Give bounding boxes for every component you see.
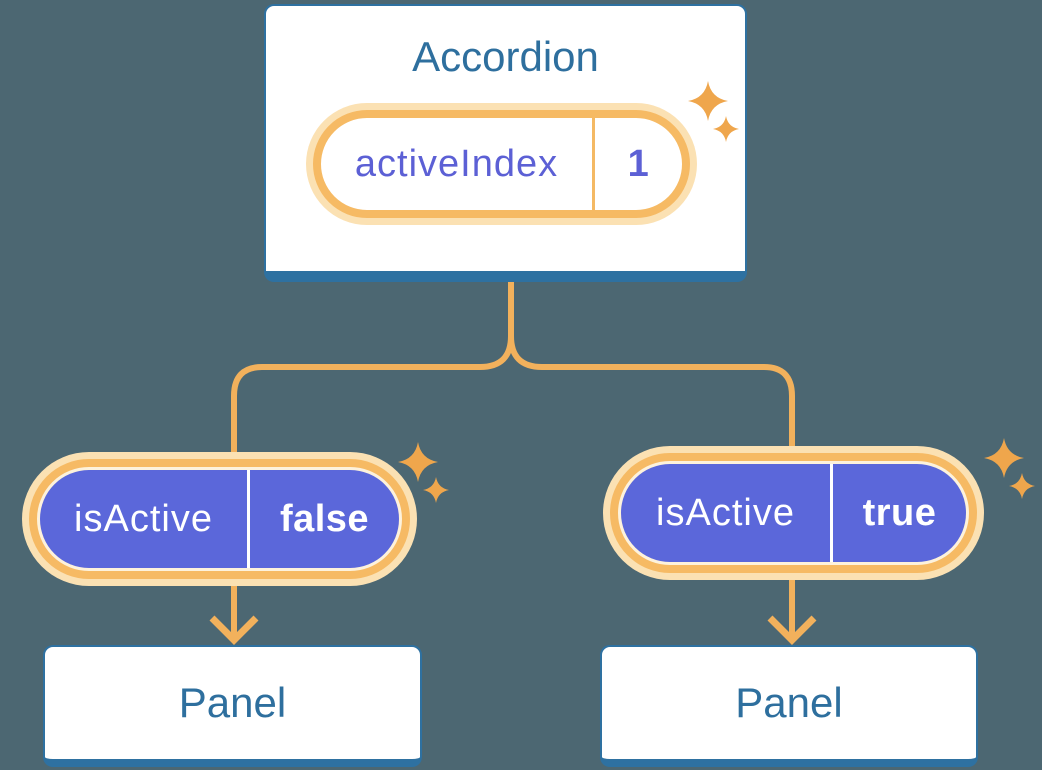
accordion-title: Accordion (412, 33, 599, 80)
panel-title: Panel (178, 679, 287, 726)
sparkle-icon (688, 81, 728, 121)
prop-pill-right: isActive true (610, 453, 977, 573)
sparkle-icon (984, 438, 1024, 478)
prop-pill-value: true (862, 492, 937, 534)
panel-card-left: Panel (43, 645, 422, 767)
state-pill-value: 1 (627, 143, 650, 185)
sparkle-icon (1009, 473, 1035, 499)
prop-pill-body: isActive true (621, 464, 966, 562)
arrow-down-icon (209, 615, 259, 645)
prop-pill-name: isActive (656, 492, 795, 534)
state-pill-name: activeIndex (354, 143, 559, 185)
panel-title: Panel (735, 679, 843, 726)
pill-divider (830, 464, 833, 562)
sparkle-icon (423, 477, 449, 503)
connector-left-branch (231, 280, 514, 641)
panel-card-right: Panel (600, 645, 978, 767)
prop-pill-name: isActive (74, 498, 213, 540)
sparkles-icon (688, 81, 739, 142)
pill-divider (247, 470, 250, 568)
arrow-down-icon (767, 615, 817, 645)
pill-divider (592, 118, 595, 210)
sparkles-icon (984, 438, 1035, 499)
connector-right-branch (508, 280, 795, 641)
sparkles-icon (398, 442, 449, 503)
sparkle-icon (398, 442, 438, 482)
prop-pill-value: false (279, 498, 370, 540)
state-pill: activeIndex 1 (313, 110, 690, 218)
prop-pill-body: isActive false (40, 470, 399, 568)
sparkle-icon (713, 116, 739, 142)
prop-pill-left: isActive false (29, 459, 410, 579)
